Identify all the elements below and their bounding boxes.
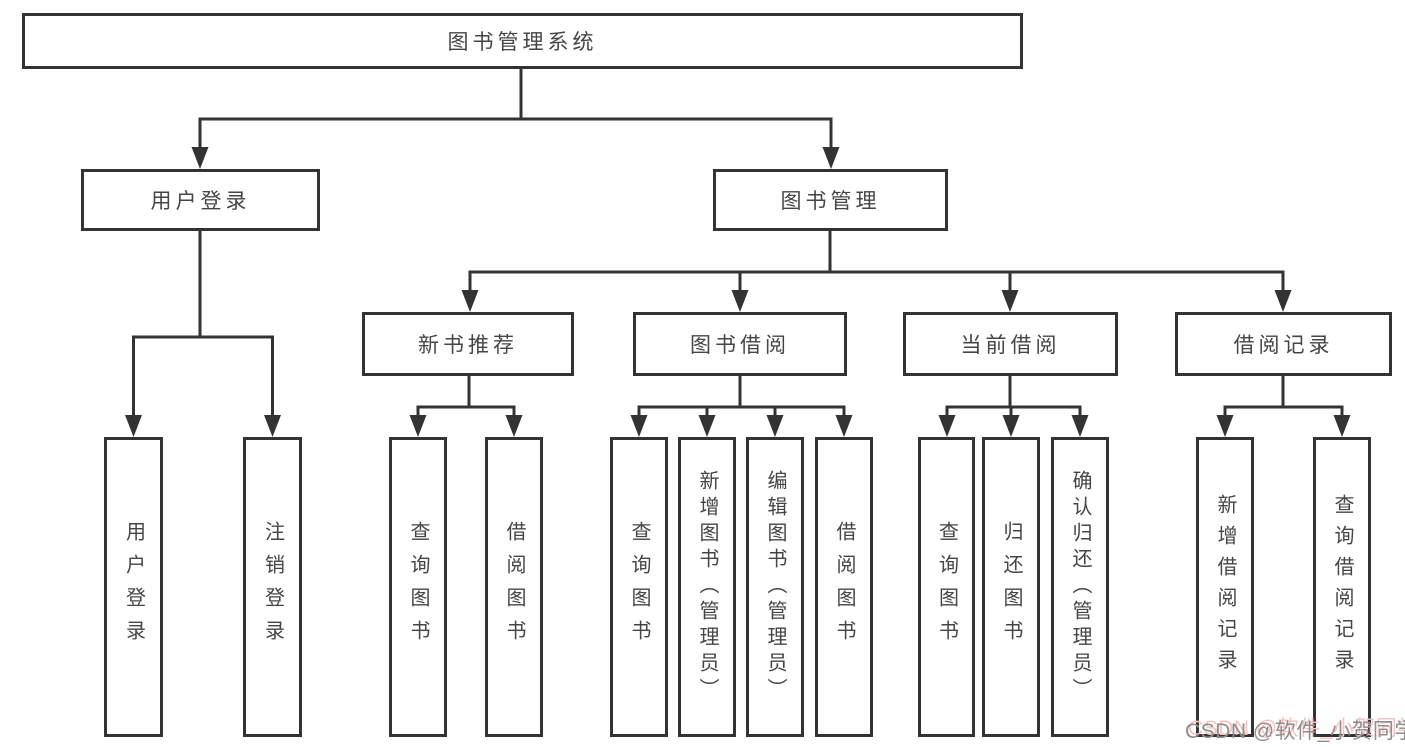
leaf-confirm-return-admin-label: 确认归还（管理员） <box>1069 470 1091 704</box>
node-new-book-recommend-label: 新书推荐 <box>418 334 518 357</box>
leaf-query-books-current: 查询图书 <box>918 437 975 737</box>
node-borrow-records-label: 借阅记录 <box>1233 334 1334 357</box>
node-book-borrowing-label: 图书借阅 <box>690 334 790 357</box>
leaf-query-borrow-record: 查询借阅记录 <box>1313 437 1371 737</box>
node-book-management-label: 图书管理 <box>780 190 881 213</box>
node-current-borrowing: 当前借阅 <box>903 312 1118 376</box>
node-new-book-recommend: 新书推荐 <box>362 312 574 376</box>
leaf-add-books-admin-label: 新增图书（管理员） <box>696 470 718 704</box>
leaf-add-books-admin: 新增图书（管理员） <box>678 437 736 737</box>
leaf-borrow-books-recommend-label: 借阅图书 <box>503 521 525 653</box>
node-user-login-label: 用户登录 <box>150 190 251 213</box>
leaf-edit-books-admin: 编辑图书（管理员） <box>746 437 804 737</box>
node-root: 图书管理系统 <box>22 13 1023 69</box>
leaf-borrow-books-label: 借阅图书 <box>833 521 855 653</box>
node-book-borrowing: 图书借阅 <box>633 312 847 376</box>
leaf-edit-books-admin-label: 编辑图书（管理员） <box>764 470 786 704</box>
csdn-watermark: CSDN @软件_小贺同学 <box>1185 720 1405 743</box>
leaf-borrow-books-recommend: 借阅图书 <box>485 437 543 737</box>
leaf-query-books-recommend: 查询图书 <box>389 437 447 737</box>
node-current-borrowing-label: 当前借阅 <box>960 334 1061 357</box>
node-root-label: 图书管理系统 <box>447 31 598 54</box>
leaf-user-login: 用户登录 <box>104 437 163 737</box>
leaf-return-books: 归还图书 <box>982 437 1040 737</box>
leaf-logout: 注销登录 <box>243 437 302 737</box>
leaf-add-borrow-record: 新增借阅记录 <box>1196 437 1254 737</box>
leaf-query-books-recommend-label: 查询图书 <box>407 521 429 653</box>
leaf-add-borrow-record-label: 新增借阅记录 <box>1214 494 1236 680</box>
leaf-query-books-borrowing-label: 查询图书 <box>628 521 650 653</box>
leaf-borrow-books: 借阅图书 <box>815 437 873 737</box>
leaf-query-books-current-label: 查询图书 <box>935 521 958 653</box>
node-book-management: 图书管理 <box>713 169 948 231</box>
leaf-query-books-borrowing: 查询图书 <box>610 437 668 737</box>
leaf-user-login-label: 用户登录 <box>122 521 145 653</box>
leaf-query-borrow-record-label: 查询借阅记录 <box>1331 494 1353 680</box>
leaf-logout-label: 注销登录 <box>261 521 284 653</box>
leaf-return-books-label: 归还图书 <box>1000 521 1022 653</box>
node-borrow-records: 借阅记录 <box>1175 312 1392 376</box>
leaf-confirm-return-admin: 确认归还（管理员） <box>1051 437 1109 737</box>
node-user-login: 用户登录 <box>81 169 320 231</box>
